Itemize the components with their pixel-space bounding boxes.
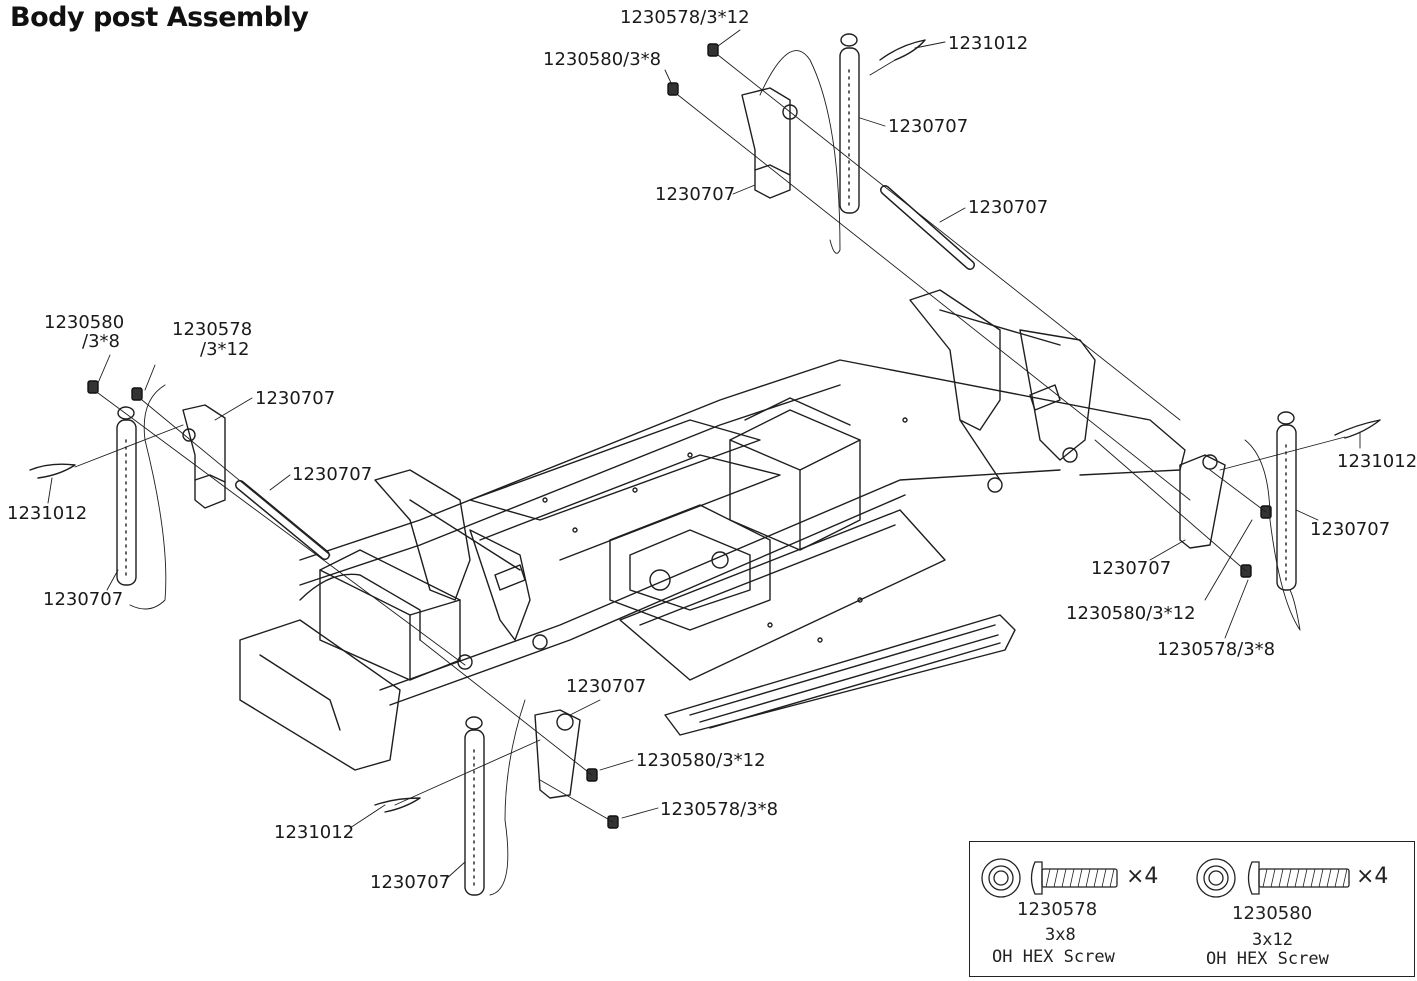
legend-item-desc: OH HEX Screw — [1206, 949, 1329, 969]
callout-front-clip: 1231012 — [274, 822, 355, 843]
callout-right-post: 1230707 — [1310, 519, 1391, 540]
legend-item-qty: ×4 — [1126, 864, 1159, 889]
mount-right — [1179, 454, 1226, 549]
legend-item-desc: OH HEX Screw — [992, 947, 1115, 967]
screw-icon — [1247, 861, 1260, 895]
callout-top-post: 1230707 — [888, 116, 969, 137]
callout-right-screw-12: 1230580/3*12 — [1066, 603, 1196, 624]
callout-left-rod: 1230707 — [292, 464, 373, 485]
callout-left-screw-a-size: /3*8 — [82, 331, 120, 352]
page-title: Body post Assembly — [10, 2, 309, 33]
legend-item-code: 1230580 — [1232, 903, 1313, 924]
body-post-right — [1276, 411, 1297, 591]
chassis-frame — [239, 289, 1186, 771]
callout-left-screw-b: 1230578 — [172, 319, 253, 340]
callout-left-clip: 1231012 — [7, 503, 88, 524]
callout-right-clip: 1231012 — [1337, 451, 1417, 472]
callout-top-mount: 1230707 — [655, 184, 736, 205]
legend-item-code: 1230578 — [1017, 899, 1098, 920]
callout-front-screw-12: 1230580/3*12 — [636, 750, 766, 771]
mount-top — [741, 87, 798, 199]
body-post-left — [116, 406, 137, 586]
body-post-top — [839, 33, 860, 214]
mount-left — [182, 404, 226, 509]
callout-left-screw-b-size: /3*12 — [200, 339, 250, 360]
callout-left-post: 1230707 — [43, 589, 124, 610]
callout-top-clip: 1231012 — [948, 33, 1029, 54]
callout-top-screw-8: 1230580/3*8 — [543, 49, 662, 70]
legend-item-size: 3x8 — [1045, 925, 1076, 945]
callout-right-screw-8: 1230578/3*8 — [1157, 639, 1276, 660]
legend-item-size: 3x12 — [1252, 930, 1293, 950]
callout-left-mount: 1230707 — [255, 388, 336, 409]
callout-left-screw-a: 1230580 — [44, 312, 125, 333]
callout-front-screw-8: 1230578/3*8 — [660, 799, 779, 820]
legend-icons — [981, 858, 1350, 898]
callout-top-screw-12: 1230578/3*12 — [620, 7, 750, 28]
washer-icon — [981, 858, 1021, 898]
callout-front-post: 1230707 — [370, 872, 451, 893]
callout-top-rod: 1230707 — [968, 197, 1049, 218]
mount-front — [534, 709, 581, 799]
callout-front-mount: 1230707 — [566, 676, 647, 697]
hardware-legend: ×4 1230578 3x8 OH HEX Screw ×4 1230580 3… — [969, 841, 1415, 977]
screw-icon — [1030, 861, 1043, 895]
body-post-front — [464, 716, 485, 896]
legend-item-qty: ×4 — [1356, 864, 1389, 889]
clips — [29, 39, 1381, 813]
callout-right-mount: 1230707 — [1091, 558, 1172, 579]
assembly-lines — [47, 29, 1361, 896]
washer-icon — [1196, 858, 1236, 898]
